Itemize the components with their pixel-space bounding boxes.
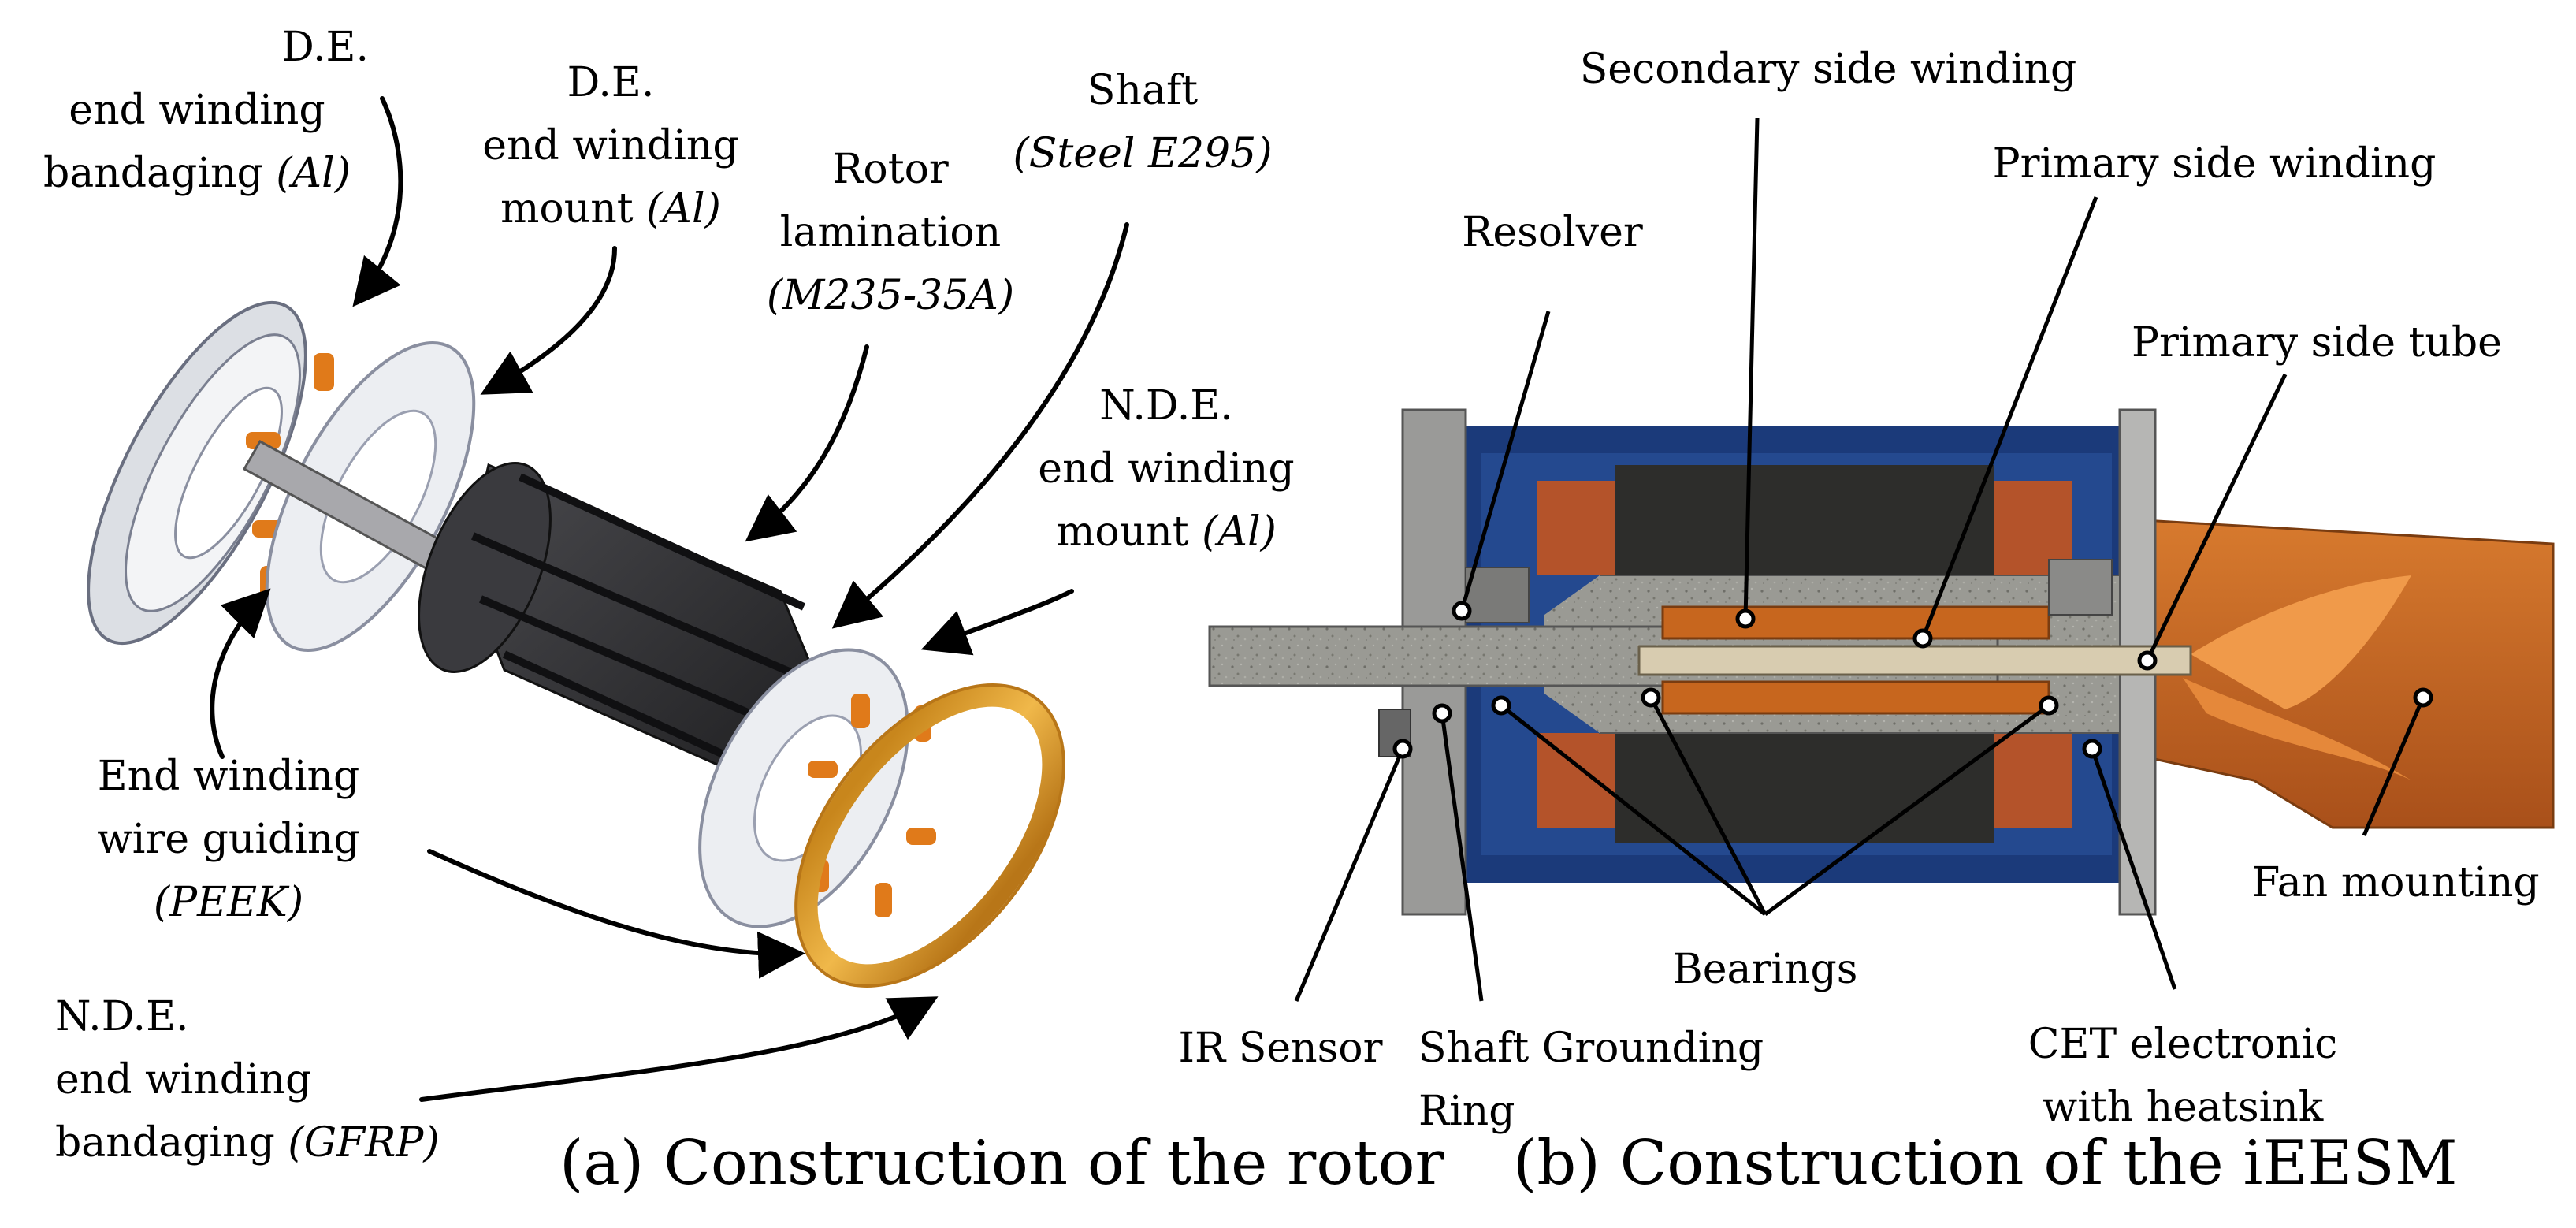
label-wire-guiding-line2: wire guiding xyxy=(97,816,360,863)
label-nde-mount-material: (Al) xyxy=(1202,508,1277,556)
de-bandaging-part xyxy=(87,300,307,646)
de-mount-part xyxy=(265,340,476,653)
dot-fan-mounting xyxy=(2413,687,2433,708)
dot-secondary-winding xyxy=(1735,608,1756,629)
rotor-exploded-view xyxy=(87,300,1065,988)
leader-bearings-3 xyxy=(1764,703,2050,917)
arrow-de-mount xyxy=(480,246,617,395)
label-nde-mount-line2: end winding xyxy=(1038,445,1295,493)
label-wire-guiding-material: (PEEK) xyxy=(153,879,304,926)
dot-bearings-1 xyxy=(1491,695,1511,716)
label-nde-mount-line1: N.D.E. xyxy=(1099,382,1233,430)
label-de-mount-line3: mount xyxy=(500,185,647,233)
caption-panel-b: (b) Construction of the iEESM xyxy=(1513,1128,2458,1199)
label-fan-mounting: Fan mounting xyxy=(2251,859,2540,906)
label-de-bandaging-line2: end winding xyxy=(69,87,325,134)
leader-ir-sensor xyxy=(1294,748,1405,1002)
panel-b-leaders xyxy=(1294,117,2433,1002)
label-cet-line2: with heatsink xyxy=(2042,1084,2324,1131)
dot-primary-winding xyxy=(1912,628,1933,649)
label-wire-guiding: End winding wire guiding (PEEK) xyxy=(63,745,394,934)
label-primary-winding: Primary side winding xyxy=(1992,140,2437,188)
label-shaft-grounding-line1: Shaft Grounding xyxy=(1418,1025,1764,1072)
label-rotor-lamination-material: (M235-35A) xyxy=(766,272,1015,319)
label-bearings: Bearings xyxy=(1672,946,1858,993)
resolver-part xyxy=(1465,567,1530,623)
dot-cet xyxy=(2082,739,2102,759)
leader-secondary-winding xyxy=(1743,117,1760,620)
panel-a-arrows xyxy=(210,96,1129,1102)
label-rotor-lamination-line2: lamination xyxy=(779,209,1002,256)
label-nde-mount: N.D.E. end winding mount (Al) xyxy=(1009,374,1324,564)
label-nde-bandaging: N.D.E. end winding bandaging (GFRP) xyxy=(55,985,528,1174)
label-ir-sensor: IR Sensor xyxy=(1178,1025,1383,1072)
label-cet-line1: CET electronic xyxy=(2028,1021,2338,1068)
primary-tube-part xyxy=(1637,645,2192,676)
label-secondary-winding: Secondary side winding xyxy=(1579,46,2077,93)
label-nde-mount-line3: mount xyxy=(1056,508,1203,556)
leader-primary-tube xyxy=(2145,373,2288,662)
rotor-lamination-part xyxy=(418,462,821,798)
label-de-mount: D.E. end winding mount (Al) xyxy=(449,51,772,240)
label-de-mount-line1: D.E. xyxy=(567,59,655,106)
label-de-bandaging: D.E. end winding bandaging (Al) xyxy=(16,16,378,205)
label-de-bandaging-line3: bandaging xyxy=(43,150,277,197)
label-cet: CET electronic with heatsink xyxy=(1986,1013,2380,1139)
label-primary-tube: Primary side tube xyxy=(2132,319,2502,367)
label-shaft: Shaft (Steel E295) xyxy=(993,59,1292,185)
arrow-nde-mount xyxy=(920,589,1074,656)
dot-resolver xyxy=(1452,601,1472,621)
leader-resolver xyxy=(1459,311,1551,612)
leader-primary-winding xyxy=(1920,196,2098,639)
arrow-nde-bandaging xyxy=(419,996,939,1102)
label-nde-bandaging-material: (GFRP) xyxy=(288,1119,440,1167)
leader-bearings-2 xyxy=(1649,696,1768,916)
label-shaft-material: (Steel E295) xyxy=(1013,130,1273,177)
arrow-wire-guiding-right xyxy=(427,849,805,979)
leader-fan-mounting xyxy=(2362,697,2425,836)
nde-bandaging-part xyxy=(794,683,1065,988)
arrow-rotor-lamination xyxy=(745,344,869,542)
label-rotor-lamination: Rotor lamination (M235-35A) xyxy=(733,138,1048,327)
dot-bearings-3 xyxy=(2039,695,2059,716)
secondary-winding-part xyxy=(1661,605,2050,715)
leader-shaft-grounding xyxy=(1440,713,1484,1002)
label-shaft-line1: Shaft xyxy=(1087,67,1199,114)
dot-ir-sensor xyxy=(1392,739,1413,759)
label-de-bandaging-line1: D.E. xyxy=(281,24,369,71)
arrow-wire-guiding-up xyxy=(210,588,271,759)
leader-bearings-1 xyxy=(1500,704,1767,916)
dot-bearings-2 xyxy=(1641,687,1661,708)
label-nde-bandaging-line1: N.D.E. xyxy=(55,993,189,1040)
label-shaft-grounding-line2: Ring xyxy=(1418,1088,1515,1135)
dot-shaft-grounding xyxy=(1432,703,1452,724)
label-resolver: Resolver xyxy=(1462,209,1643,256)
fan-mounting-part xyxy=(2142,519,2555,829)
label-nde-bandaging-line3: bandaging xyxy=(55,1119,288,1167)
arrow-de-bandaging xyxy=(352,96,403,307)
label-nde-bandaging-line2: end winding xyxy=(55,1056,312,1103)
caption-panel-a: (a) Construction of the rotor xyxy=(559,1128,1444,1199)
label-shaft-grounding: Shaft Grounding Ring xyxy=(1418,1017,1828,1143)
iEESM-section-view xyxy=(1208,408,2555,916)
label-rotor-lamination-line1: Rotor xyxy=(832,146,949,193)
leader-cet xyxy=(2090,748,2177,990)
dot-primary-tube xyxy=(2137,650,2158,671)
arrow-shaft xyxy=(831,222,1129,629)
label-wire-guiding-line1: End winding xyxy=(97,753,360,800)
label-de-bandaging-material: (Al) xyxy=(276,150,351,197)
cet-heatsink-part xyxy=(2048,559,2113,616)
label-de-mount-line2: end winding xyxy=(482,122,739,169)
label-de-mount-material: (Al) xyxy=(646,185,721,233)
